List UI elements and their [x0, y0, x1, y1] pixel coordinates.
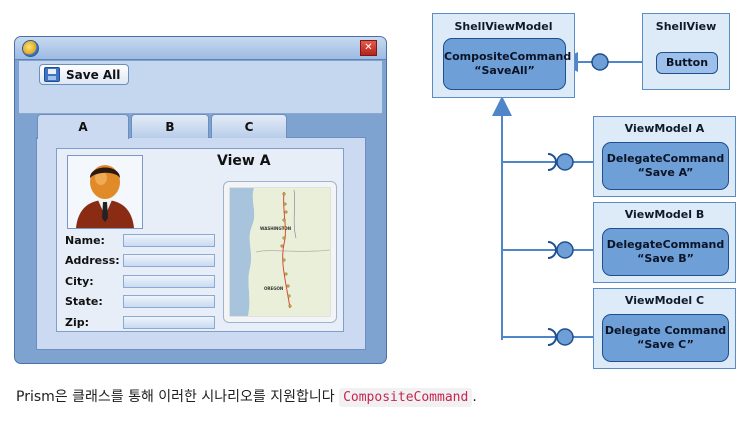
delegate-command-b-box: DelegateCommand “Save B”: [602, 228, 729, 276]
city-label: City:: [65, 275, 94, 288]
map-state-washington: WASHINGTON: [260, 226, 291, 231]
state-label: State:: [65, 295, 103, 308]
shell-view-title: ShellView: [655, 20, 717, 33]
view-model-b-title: ViewModel B: [624, 208, 705, 221]
delegate-command-b-id: “Save B”: [637, 252, 694, 265]
view-model-c-box: ViewModel C Delegate Command “Save C”: [593, 288, 736, 369]
shell-view-model-box: ShellViewModel CompositeCommand “SaveAll…: [432, 13, 575, 98]
view-title: View A: [217, 153, 271, 169]
composite-command-box: CompositeCommand “SaveAll”: [443, 38, 572, 90]
map-state-oregon: OREGON: [264, 286, 283, 291]
socket-c: [547, 328, 557, 346]
socket-b: [547, 241, 557, 259]
user-icon: [76, 165, 134, 228]
map-thumbnail: WASHINGTON OREGON: [223, 181, 337, 323]
delegate-command-b-name: DelegateCommand: [606, 238, 725, 251]
toolbar: Save All: [19, 61, 382, 114]
view-model-c-title: ViewModel C: [624, 294, 705, 307]
socket-a: [547, 153, 557, 171]
save-all-label: Save All: [66, 67, 121, 82]
zip-input[interactable]: [123, 316, 215, 329]
state-input[interactable]: [123, 295, 215, 308]
delegate-command-c-box: Delegate Command “Save C”: [602, 314, 729, 362]
delegate-command-a-id: “Save A”: [637, 166, 694, 179]
delegate-command-c-name: Delegate Command: [604, 324, 727, 337]
tab-a[interactable]: A: [37, 114, 129, 139]
address-label: Address:: [65, 254, 120, 267]
save-disk-icon: [44, 67, 60, 82]
port-b: [556, 241, 574, 259]
view-model-a-title: ViewModel A: [624, 122, 705, 135]
caption-text: Prism은 클래스를 통해 이러한 시나리오를 지원합니다: [16, 389, 340, 405]
shell-view-button: Button: [656, 52, 718, 74]
tab-b[interactable]: B: [131, 114, 209, 138]
window-titlebar: ✕: [15, 37, 386, 60]
delegate-command-a-box: DelegateCommand “Save A”: [602, 142, 729, 190]
view-model-b-box: ViewModel B DelegateCommand “Save B”: [593, 202, 736, 283]
caption-suffix: .: [472, 389, 477, 405]
app-icon: [22, 40, 39, 57]
port-c: [556, 328, 574, 346]
view-model-a-box: ViewModel A DelegateCommand “Save A”: [593, 116, 736, 197]
city-input[interactable]: [123, 275, 215, 288]
composite-command-name: CompositeCommand: [444, 50, 572, 63]
address-input[interactable]: [123, 254, 215, 267]
name-label: Name:: [65, 234, 105, 247]
shell-view-model-title: ShellViewModel: [454, 20, 553, 33]
close-button[interactable]: ✕: [360, 40, 377, 56]
caption-code: CompositeCommand: [339, 388, 473, 407]
name-input[interactable]: [123, 234, 215, 247]
caption: Prism은 클래스를 통해 이러한 시나리오를 지원합니다 Composite…: [16, 386, 477, 407]
save-all-button[interactable]: Save All: [39, 64, 129, 85]
port-a: [556, 153, 574, 171]
zip-label: Zip:: [65, 316, 90, 329]
avatar: [67, 155, 143, 229]
view-a-panel: View A Name: Address: City: State: Zip: …: [56, 148, 344, 332]
delegate-command-a-name: DelegateCommand: [606, 152, 725, 165]
map-image: WASHINGTON OREGON: [229, 187, 331, 317]
shell-view-box: ShellView Button: [642, 13, 730, 90]
shellview-binding-port: [591, 53, 609, 71]
delegate-command-c-id: “Save C”: [637, 338, 694, 351]
tab-c[interactable]: C: [211, 114, 287, 138]
composite-command-id: “SaveAll”: [474, 64, 535, 77]
